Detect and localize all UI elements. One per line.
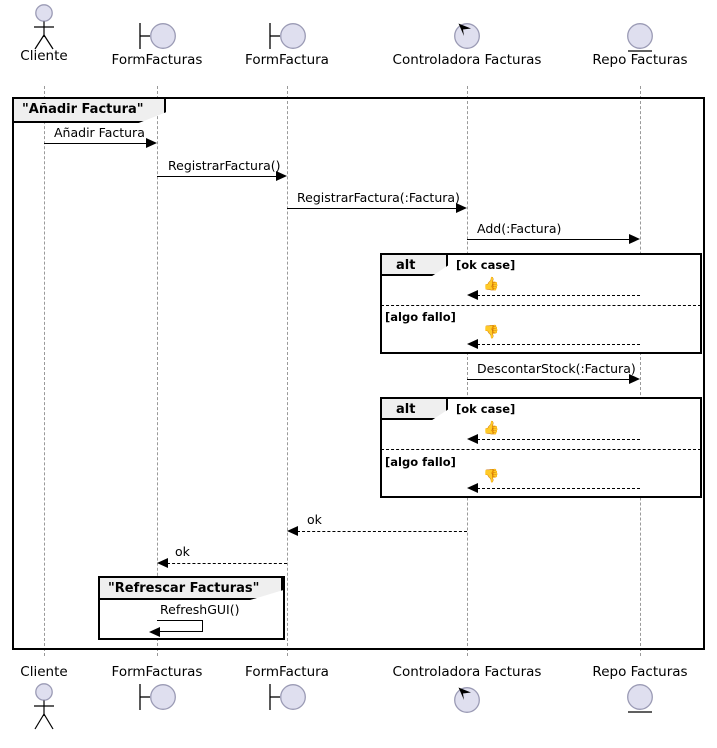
message-line-ok-1 [477,295,640,296]
frame-anadir-factura[interactable] [12,97,705,650]
arrow-head-icon [467,290,478,300]
frame-refrescar-facturas-label: "Refrescar Facturas" [100,578,283,600]
message-label-registrarfactura-factura: RegistrarFactura(:Factura) [297,190,460,205]
arrow-head-icon [149,627,160,637]
fragment-alt-2-operator: alt [382,399,448,420]
participant-foot-controladora[interactable]: Controladora Facturas [367,664,567,722]
entity-icon [540,683,717,725]
message-line-registrarfactura [157,176,278,177]
participant-head-formfacturas[interactable]: FormFacturas [57,4,257,68]
lifeline-formfacturas [157,86,158,656]
frame-anadir-factura-label: "Añadir Factura" [14,99,166,123]
message-line-add-factura [467,239,631,240]
lifeline-cliente [44,86,45,656]
lifeline-controladora [467,86,468,656]
message-line-registrarfactura-factura [287,208,458,209]
message-label-add-factura: Add(:Factura) [477,221,562,236]
boundary-icon [57,683,257,725]
fragment-alt-2-separator [381,449,701,450]
arrow-head-icon [629,234,640,244]
message-label-ok-controladora: ok [307,512,322,527]
message-line-ok-controladora [297,531,467,532]
guard-algo-fallo-2: [algo fallo] [385,455,456,469]
arrow-head-icon [467,434,478,444]
fragment-alt-1-separator [381,305,701,306]
lifeline-formfactura [287,86,288,656]
participant-head-cliente[interactable]: Cliente [0,4,144,64]
message-label-anadir-factura: Añadir Factura [54,125,145,140]
message-label-thumbs-up-1: 👍 [483,277,500,292]
arrow-head-icon [146,138,157,148]
participant-label: FormFacturas [111,664,203,680]
actor-icon [0,683,144,730]
fragment-alt-1-operator: alt [382,255,448,276]
message-label-thumbs-up-2: 👍 [483,421,500,436]
message-line-descontarstock [467,379,631,380]
self-message-refreshgui [157,620,203,632]
arrow-head-icon [287,526,298,536]
lifeline-repo [640,86,641,656]
participant-foot-repo[interactable]: Repo Facturas [540,664,717,725]
message-label-descontarstock: DescontarStock(:Factura) [477,361,636,376]
participant-head-repo[interactable]: Repo Facturas [540,4,717,68]
participant-foot-formfacturas[interactable]: FormFacturas [57,664,257,725]
message-label-thumbs-down-2: 👎 [483,469,500,484]
boundary-icon [187,4,387,49]
participant-label: Cliente [20,48,68,64]
control-icon [367,4,567,49]
arrow-head-icon [456,203,467,213]
message-label-refreshgui: RefreshGUI() [160,602,240,617]
arrow-head-icon [629,374,640,384]
arrow-head-icon [467,483,478,493]
message-line-anadir-factura [44,143,148,144]
message-line-fail-1 [477,344,640,345]
boundary-icon [57,4,257,49]
boundary-icon [187,683,387,725]
actor-icon [0,4,144,50]
participant-label: Controladora Facturas [392,664,542,680]
participant-label: Cliente [20,664,68,680]
message-label-thumbs-down-1: 👎 [483,325,500,340]
message-line-fail-2 [477,488,640,489]
guard-ok-case-1: [ok case] [456,258,516,272]
participant-head-formfactura[interactable]: FormFactura [187,4,387,68]
participant-label: FormFactura [245,52,329,68]
message-label-ok-formfactura: ok [175,544,190,559]
arrow-head-icon [276,171,287,181]
participant-label: FormFacturas [111,52,203,68]
control-icon [367,680,567,722]
participant-head-controladora[interactable]: Controladora Facturas [367,4,567,68]
arrow-head-icon [467,339,478,349]
participant-label: Controladora Facturas [392,52,542,68]
guard-ok-case-2: [ok case] [456,402,516,416]
participant-label: Repo Facturas [592,664,688,680]
entity-icon [540,4,717,52]
participant-label: FormFactura [245,664,329,680]
message-line-ok-formfactura [167,563,287,564]
guard-algo-fallo-1: [algo fallo] [385,310,456,324]
participant-foot-cliente[interactable]: Cliente [0,664,144,730]
arrow-head-icon [157,558,168,568]
participant-foot-formfactura[interactable]: FormFactura [187,664,387,725]
message-label-registrarfactura: RegistrarFactura() [168,158,281,173]
participant-label: Repo Facturas [592,52,688,68]
message-line-ok-2 [477,439,640,440]
